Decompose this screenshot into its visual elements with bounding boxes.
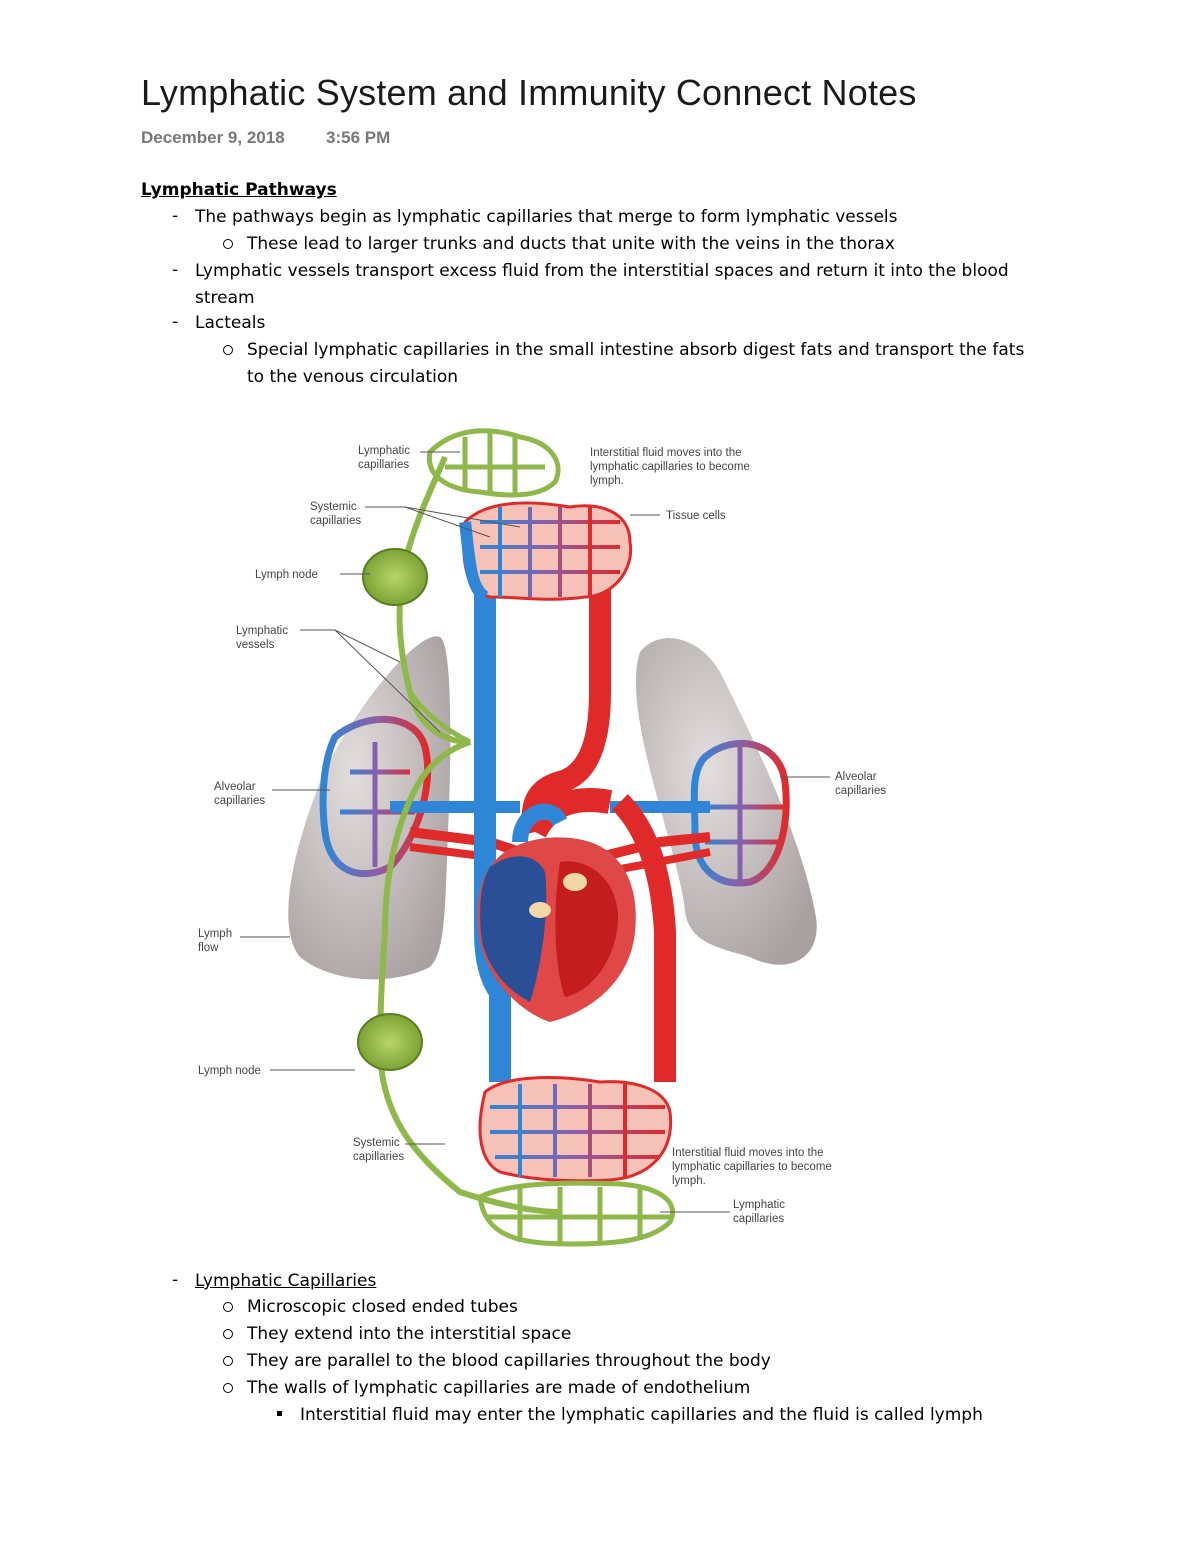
label-systemic-bottom: Systemic xyxy=(353,1137,400,1149)
square-bullet-icon xyxy=(277,1411,282,1416)
top-lymphatic-capillaries xyxy=(426,428,561,498)
label-interstitial-top-3: lymph. xyxy=(590,475,624,487)
label-alveolar-right-2: capillaries xyxy=(835,785,886,797)
list-item: Microscopic closed ended tubes xyxy=(247,1297,518,1317)
circle-bullet-icon xyxy=(223,1329,233,1339)
list-item-continuation: stream xyxy=(195,288,255,308)
right-lung xyxy=(635,638,817,965)
bottom-systemic-capillary-bed xyxy=(478,1076,673,1183)
label-lymphatic-capillaries-top: Lymphatic xyxy=(358,445,410,457)
list-item: The pathways begin as lymphatic capillar… xyxy=(195,207,898,227)
list-item: These lead to larger trunks and ducts th… xyxy=(247,234,895,254)
label-lymphatic-capillaries-bottom: Lymphatic xyxy=(733,1199,785,1211)
label-systemic-top-2: capillaries xyxy=(310,515,361,527)
label-lymphatic-capillaries-bottom-2: capillaries xyxy=(733,1213,784,1225)
list-item: They are parallel to the blood capillari… xyxy=(247,1351,771,1371)
lymph-node-top xyxy=(362,548,428,606)
list-item: The walls of lymphatic capillaries are m… xyxy=(247,1378,751,1398)
label-interstitial-top-2: lymphatic capillaries to become xyxy=(590,461,750,473)
list-item: They extend into the interstitial space xyxy=(247,1324,572,1344)
list-item: Interstitial fluid may enter the lymphat… xyxy=(300,1405,983,1425)
circle-bullet-icon xyxy=(223,1356,233,1366)
list-item: Lymphatic vessels transport excess fluid… xyxy=(195,261,1009,281)
list-item: Lacteals xyxy=(195,313,266,333)
dash-bullet: - xyxy=(172,260,179,280)
dash-bullet: - xyxy=(172,206,179,226)
bottom-lymphatic-capillaries xyxy=(477,1180,675,1247)
lymph-node-bottom xyxy=(357,1013,423,1071)
circle-bullet-icon xyxy=(223,239,233,249)
list-item-continuation: to the venous circulation xyxy=(247,367,459,387)
label-interstitial-bottom-2: lymphatic capillaries to become xyxy=(672,1161,832,1173)
label-lymph-node-bottom: Lymph node xyxy=(198,1065,261,1077)
dash-bullet: - xyxy=(172,312,179,332)
label-interstitial-top: Interstitial fluid moves into the xyxy=(590,447,742,459)
label-lymph-flow: Lymph xyxy=(198,928,232,940)
label-lymph-flow-2: flow xyxy=(198,942,219,954)
lymphatic-vessel xyxy=(376,455,561,1215)
top-systemic-capillary-bed xyxy=(459,501,633,602)
label-alveolar-left: Alveolar xyxy=(214,781,256,793)
label-interstitial-bottom-3: lymph. xyxy=(672,1175,706,1187)
label-lymphatic-vessels-2: vessels xyxy=(236,639,275,651)
label-systemic-bottom-2: capillaries xyxy=(353,1151,404,1163)
dash-bullet: - xyxy=(172,1270,179,1290)
label-interstitial-bottom: Interstitial fluid moves into the xyxy=(672,1147,824,1159)
page-title: Lymphatic System and Immunity Connect No… xyxy=(141,72,917,113)
label-alveolar-left-2: capillaries xyxy=(214,795,265,807)
label-lymph-node-top: Lymph node xyxy=(255,569,318,581)
left-lung xyxy=(288,636,451,980)
label-tissue-cells: Tissue cells xyxy=(666,510,726,522)
section-heading-lymphatic-pathways: Lymphatic Pathways xyxy=(141,180,337,200)
vena-cava xyxy=(474,552,511,1082)
note-time: 3:56 PM xyxy=(326,128,391,147)
note-date: December 9, 2018 xyxy=(141,128,285,147)
label-systemic-top: Systemic xyxy=(310,501,357,513)
circle-bullet-icon xyxy=(223,345,233,355)
label-lymphatic-capillaries-top-2: capillaries xyxy=(358,459,409,471)
list-item: Special lymphatic capillaries in the sma… xyxy=(247,340,1025,360)
section-heading-lymphatic-capillaries: Lymphatic Capillaries xyxy=(195,1271,377,1291)
label-alveolar-right: Alveolar xyxy=(835,771,877,783)
circle-bullet-icon xyxy=(223,1383,233,1393)
label-lymphatic-vessels: Lymphatic xyxy=(236,625,288,637)
circle-bullet-icon xyxy=(223,1302,233,1312)
lymphatic-circulation-diagram: Lymphatic capillaries Interstitial fluid… xyxy=(198,428,886,1247)
